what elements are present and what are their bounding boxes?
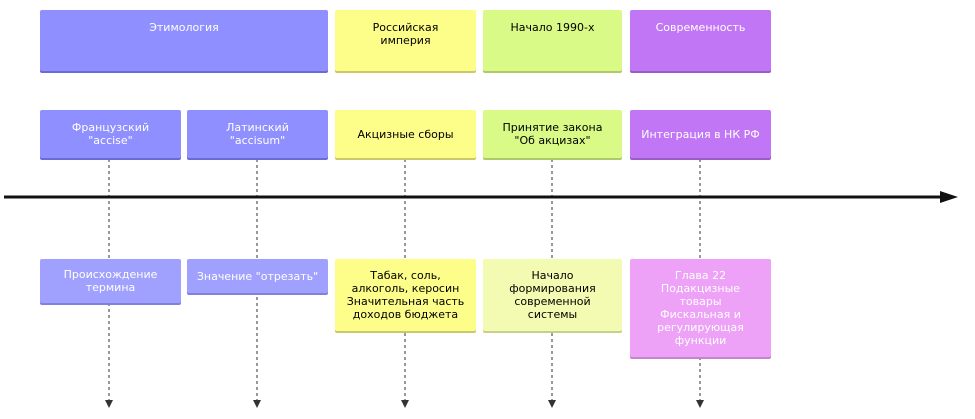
event-title-latin: Латинский "accisum" (187, 110, 328, 158)
event-note-tax-code: Глава 22 Подакцизные товары Фискальная и… (630, 259, 771, 357)
timeline-axis-arrowhead (940, 191, 958, 203)
period-russian-empire: Российская империя (335, 10, 476, 71)
period-etymology: Этимология (40, 10, 328, 71)
event-title-tax-code: Интеграция в НК РФ (630, 110, 771, 158)
event-title-french: Французский "accise" (40, 110, 181, 158)
event-note-latin: Значение "отрезать" (187, 259, 328, 293)
event-note-law-adoption: Начало формирования современной системы (483, 259, 622, 331)
event-title-excise-fees: Акцизные сборы (335, 110, 476, 158)
event-title-law-adoption: Принятие закона "Об акцизах" (483, 110, 622, 158)
event-note-excise-fees: Табак, соль, алкоголь, керосин Значитель… (335, 259, 476, 331)
period-early-1990s: Начало 1990-х (483, 10, 622, 71)
event-note-french: Происхождение термина (40, 259, 181, 303)
period-modern: Современность (630, 10, 771, 71)
